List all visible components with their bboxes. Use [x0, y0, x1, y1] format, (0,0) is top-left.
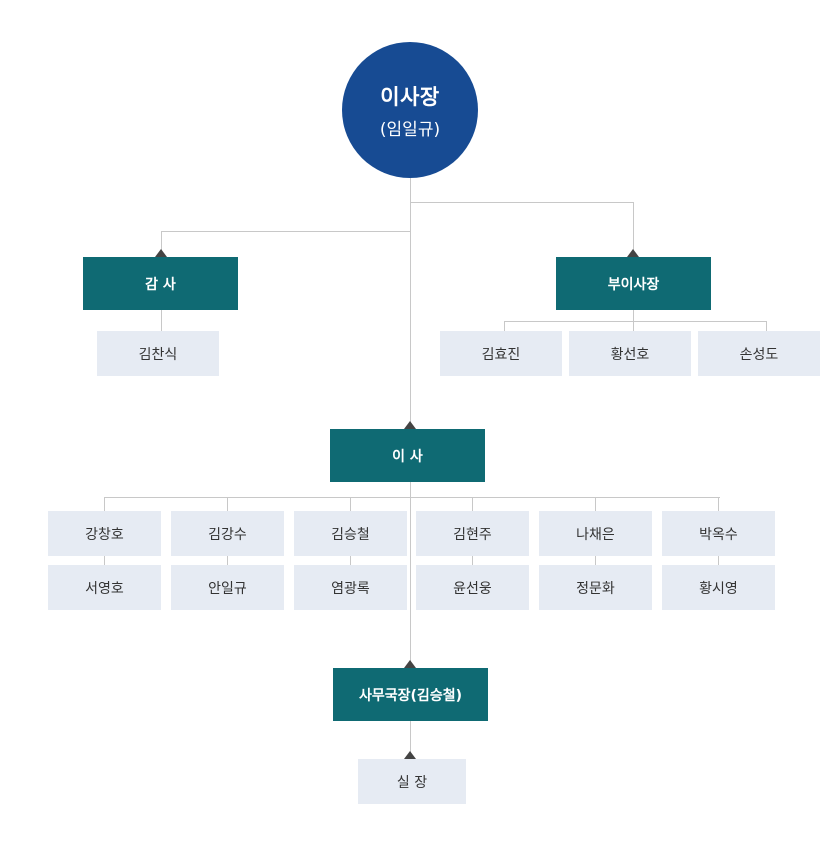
auditor-member: 김찬식 [97, 331, 219, 376]
directors-drop-1 [104, 497, 105, 511]
arrow-vice-chairman-icon [627, 249, 639, 257]
directors-drop-6 [718, 497, 719, 511]
director-member: 김현주 [416, 511, 529, 556]
chairman-node: 이사장 (임일규) [342, 42, 478, 178]
director-member: 김승철 [294, 511, 407, 556]
vice-member: 손성도 [698, 331, 820, 376]
directors-drop-4 [472, 497, 473, 511]
chairman-name: (임일규) [379, 119, 441, 140]
branch-line-left-drop [161, 231, 162, 251]
branch-line-right [410, 202, 633, 203]
directors-drop-2 [227, 497, 228, 511]
vice-member: 김효진 [440, 331, 562, 376]
directors-drop-5 [595, 497, 596, 511]
vice-hbar [504, 321, 767, 322]
arrow-directors-icon [404, 421, 416, 429]
director-member: 박옥수 [662, 511, 775, 556]
director-member: 김강수 [171, 511, 284, 556]
vice-chairman-box: 부이사장 [556, 257, 711, 310]
director-member: 서영호 [48, 565, 161, 610]
director-member: 나채은 [539, 511, 652, 556]
vice-right-drop [766, 321, 767, 332]
director-member: 황시영 [662, 565, 775, 610]
arrow-auditor-icon [155, 249, 167, 257]
director-member: 염광록 [294, 565, 407, 610]
directors-link-6 [718, 556, 719, 566]
vice-left-drop [504, 321, 505, 332]
directors-link-5 [595, 556, 596, 566]
directors-link-4 [472, 556, 473, 566]
directors-link-1 [104, 556, 105, 566]
auditor-connector [161, 310, 162, 332]
director-member: 윤선웅 [416, 565, 529, 610]
director-member: 강창호 [48, 511, 161, 556]
vice-member: 황선호 [569, 331, 691, 376]
office-chief-box: 실 장 [358, 759, 466, 804]
secretary-general-box: 사무국장(김승철) [333, 668, 488, 721]
directors-drop-3 [350, 497, 351, 511]
directors-box: 이 사 [330, 429, 485, 482]
arrow-office-chief-icon [404, 751, 416, 759]
directors-link-3 [350, 556, 351, 566]
director-member: 정문화 [539, 565, 652, 610]
branch-line-left [161, 231, 411, 232]
auditor-box: 감 사 [83, 257, 238, 310]
directors-link-2 [227, 556, 228, 566]
chairman-title: 이사장 [380, 84, 440, 109]
arrow-secretary-icon [404, 660, 416, 668]
directors-hbar [104, 497, 720, 498]
director-member: 안일규 [171, 565, 284, 610]
branch-line-right-drop [633, 202, 634, 250]
